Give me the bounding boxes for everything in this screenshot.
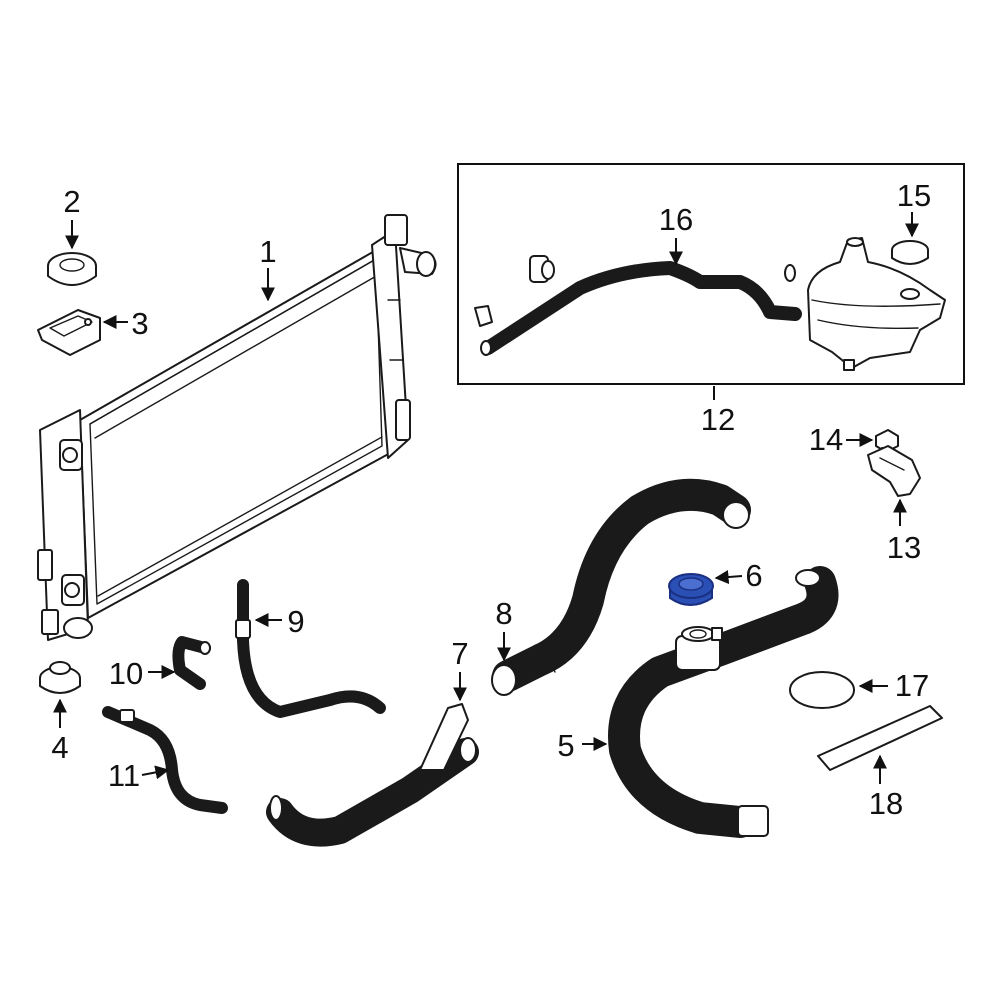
callout-12[interactable]: 12 xyxy=(701,402,735,437)
coolant-reservoir[interactable] xyxy=(807,237,946,371)
cap-part-6[interactable] xyxy=(668,573,714,606)
callout-13[interactable]: 13 xyxy=(887,530,921,565)
callout-6[interactable]: 6 xyxy=(745,558,762,593)
hose-part-10[interactable] xyxy=(172,636,211,690)
mount-part-4[interactable] xyxy=(39,661,81,694)
upper-hose-part-8[interactable] xyxy=(491,478,751,696)
callout-labels: 1 2 3 4 5 6 7 8 9 10 11 12 13 14 15 16 1… xyxy=(51,178,931,821)
reservoir-assembly-box xyxy=(457,163,965,385)
hose-part-7[interactable] xyxy=(266,703,479,847)
callout-5[interactable]: 5 xyxy=(557,728,574,763)
callout-15[interactable]: 15 xyxy=(897,178,931,213)
callout-9[interactable]: 9 xyxy=(287,604,304,639)
bracket-part-13[interactable] xyxy=(867,445,921,497)
reservoir-hose-part-16[interactable] xyxy=(474,255,802,356)
label-part-18[interactable] xyxy=(817,705,943,771)
callout-17[interactable]: 17 xyxy=(895,668,929,703)
callout-3[interactable]: 3 xyxy=(131,306,148,341)
reservoir-cap-part-15[interactable] xyxy=(891,240,929,265)
callout-7[interactable]: 7 xyxy=(451,636,468,671)
lower-hose-part-5[interactable] xyxy=(608,566,839,838)
grommet-part-2[interactable] xyxy=(47,252,97,286)
callout-1[interactable]: 1 xyxy=(259,234,276,269)
callout-14[interactable]: 14 xyxy=(809,422,843,457)
callout-16[interactable]: 16 xyxy=(659,202,693,237)
callout-4[interactable]: 4 xyxy=(51,730,68,765)
callout-10[interactable]: 10 xyxy=(109,656,143,691)
o-ring-part-17[interactable] xyxy=(789,671,855,709)
callout-8[interactable]: 8 xyxy=(495,596,512,631)
leader-lines xyxy=(53,212,919,784)
bracket-part-3[interactable] xyxy=(37,309,101,356)
callout-18[interactable]: 18 xyxy=(869,786,903,821)
radiator-part-1[interactable] xyxy=(37,214,437,641)
hose-part-11[interactable] xyxy=(102,706,228,814)
callout-11[interactable]: 11 xyxy=(108,758,140,793)
pipe-part-9[interactable] xyxy=(235,579,386,718)
callout-2[interactable]: 2 xyxy=(63,184,80,219)
